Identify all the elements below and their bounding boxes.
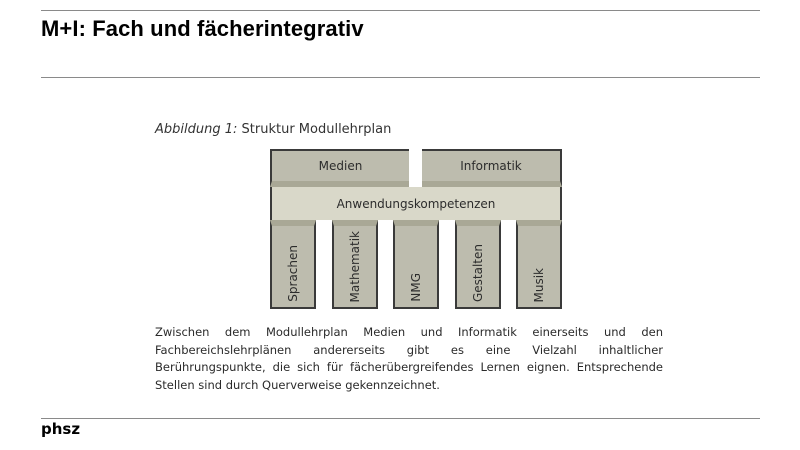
title-divider bbox=[41, 77, 760, 78]
box-informatik-label: Informatik bbox=[460, 159, 522, 173]
column-label: Mathematik bbox=[348, 230, 362, 302]
column-sprachen: Sprachen bbox=[270, 220, 316, 309]
footer-divider bbox=[41, 418, 760, 419]
column-gestalten: Gestalten bbox=[455, 220, 501, 309]
column-label: Sprachen bbox=[286, 245, 300, 302]
column-nmg: NMG bbox=[393, 220, 439, 309]
band-label: Anwendungskompetenzen bbox=[336, 196, 496, 211]
box-informatik: Informatik bbox=[422, 149, 562, 187]
column-label: Gestalten bbox=[471, 243, 485, 302]
top-divider bbox=[41, 10, 760, 11]
footer-logo: phsz bbox=[41, 420, 81, 438]
body-paragraph: Zwischen dem Modullehrplan Medien und In… bbox=[155, 325, 663, 392]
band-anwendungskompetenzen: Anwendungskompetenzen bbox=[270, 187, 562, 220]
caption-text: Struktur Modullehrplan bbox=[237, 122, 392, 137]
figure-caption: Abbildung 1: Struktur Modullehrplan bbox=[155, 122, 391, 137]
slide-title: M+I: Fach und fächerintegrativ bbox=[41, 16, 364, 41]
caption-label: Abbildung 1: bbox=[155, 122, 238, 137]
column-musik: Musik bbox=[516, 220, 562, 309]
box-medien: Medien bbox=[270, 149, 409, 187]
column-mathematik: Mathematik bbox=[332, 220, 378, 309]
curriculum-structure-diagram: Medien Informatik Anwendungskompetenzen … bbox=[270, 149, 562, 309]
column-label: NMG bbox=[409, 273, 423, 302]
column-label: Musik bbox=[532, 267, 546, 303]
box-medien-label: Medien bbox=[318, 159, 363, 173]
